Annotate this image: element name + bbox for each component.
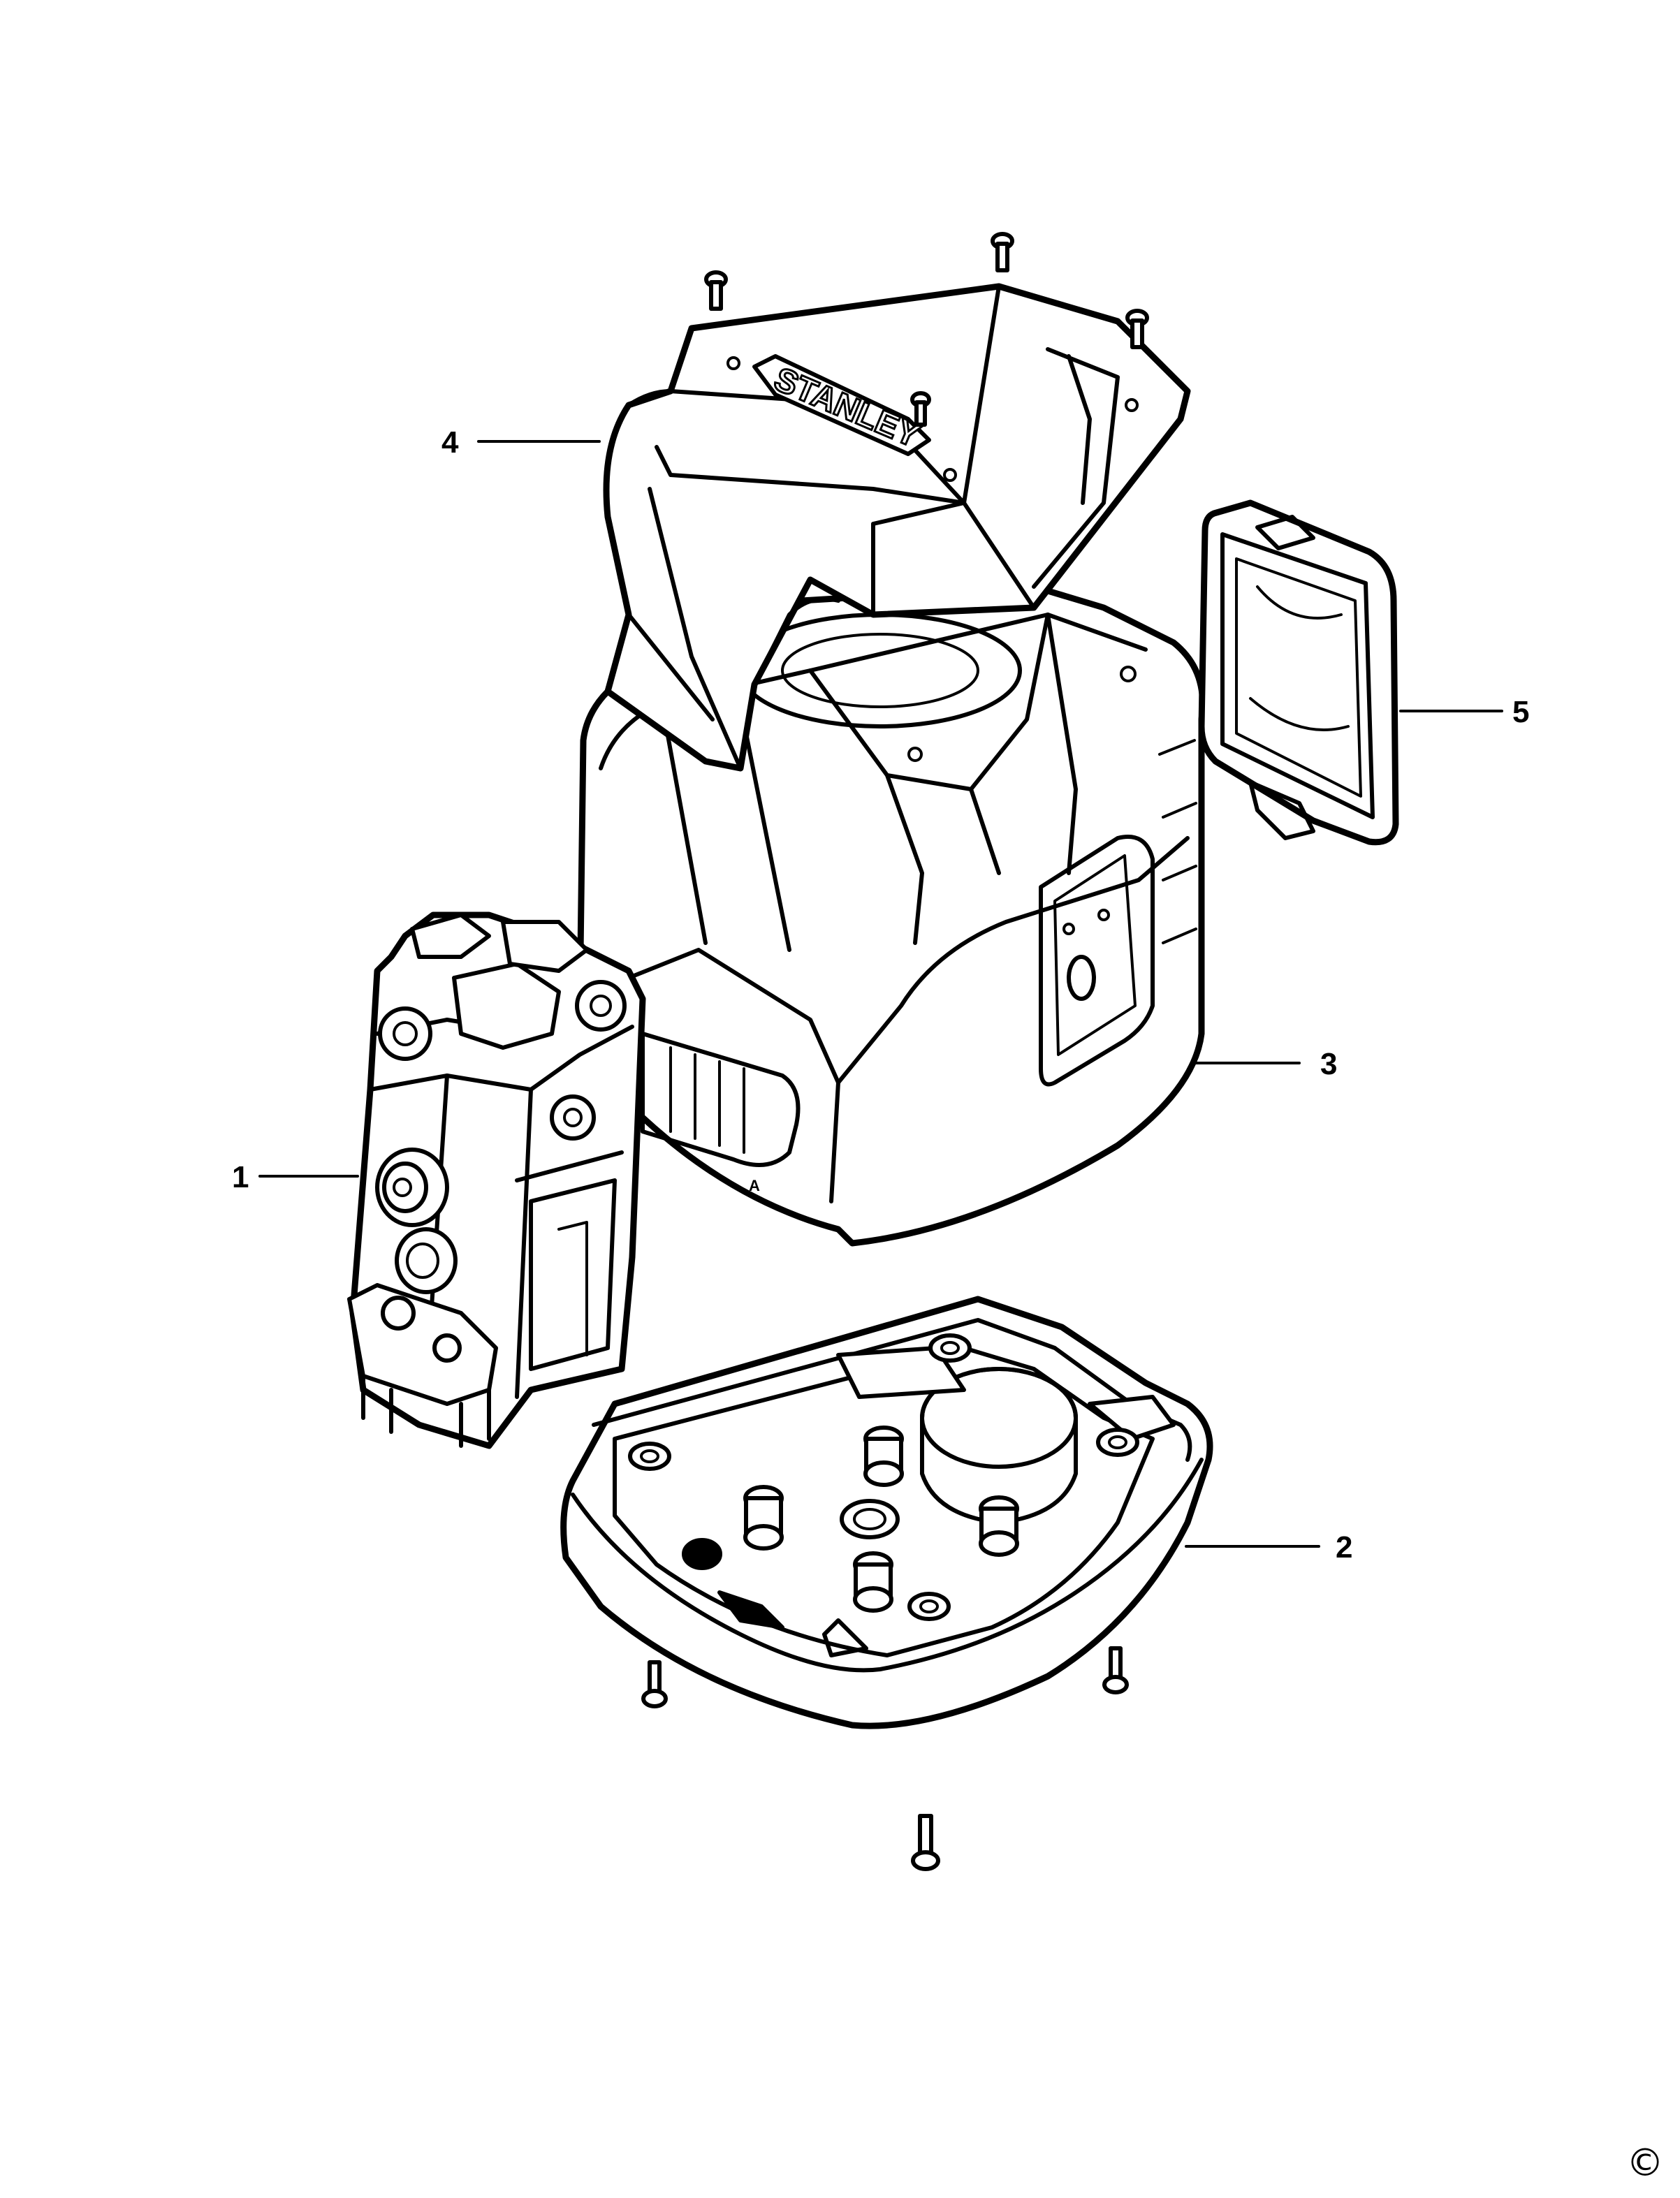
copyright-mark: ©	[1626, 2141, 1664, 2185]
base-plate	[560, 1296, 1213, 1729]
callout-5: 5	[1512, 695, 1530, 729]
screw	[1125, 309, 1149, 349]
callout-3: 3	[1320, 1047, 1338, 1081]
screw	[641, 1660, 668, 1708]
callout-2: 2	[1336, 1530, 1353, 1565]
leader-lines	[258, 440, 1503, 1548]
side-door	[1198, 499, 1399, 846]
laser-module	[347, 911, 646, 1449]
screws	[641, 232, 1149, 1871]
svg-text:A: A	[749, 1177, 760, 1194]
screw	[911, 1814, 940, 1871]
screw	[1102, 1646, 1129, 1694]
callout-4: 4	[441, 425, 459, 460]
screw	[704, 270, 728, 311]
screw	[910, 391, 931, 427]
callout-1: 1	[232, 1160, 249, 1194]
base-bosses	[628, 1333, 1139, 1621]
screw	[991, 232, 1014, 272]
top-cover: STANLEY	[603, 283, 1191, 772]
